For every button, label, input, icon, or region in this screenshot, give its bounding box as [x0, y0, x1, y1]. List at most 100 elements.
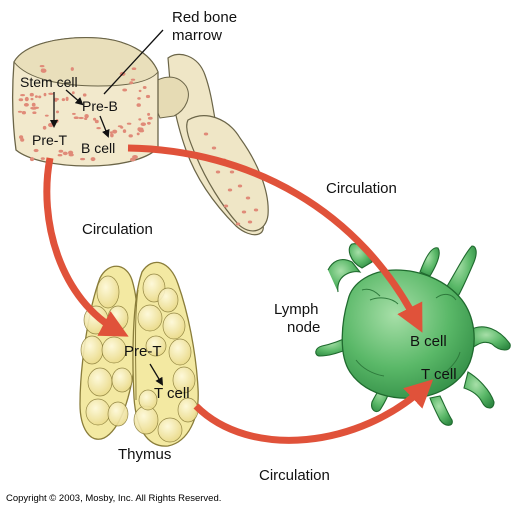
marrow-spot [138, 89, 142, 93]
marrow-spot [33, 148, 39, 153]
marrow-spot [80, 157, 86, 161]
thymus-label: Thymus [118, 446, 172, 463]
preb-to-bcell-arrow [99, 115, 110, 138]
marrow-spot [71, 91, 75, 95]
marrow-spot [117, 125, 123, 128]
marrow-spot [241, 210, 247, 214]
marrow-spot [229, 170, 235, 174]
marrow-spot [19, 135, 24, 140]
marrow-spot [48, 92, 54, 96]
marrow-spot [17, 110, 23, 113]
circulation-arrow-marrow-to-thymus [43, 157, 129, 337]
circulation-label-right: Circulation [326, 180, 397, 197]
thymus-lobule [133, 405, 159, 435]
marrow-spot [253, 208, 259, 212]
marrow-spot [20, 138, 25, 142]
stem-to-preb-arrow [65, 89, 84, 106]
vertebra-bone [12, 37, 269, 236]
pre-t-marrow-label: Pre-T [32, 132, 67, 148]
circulation-label-bottom: Circulation [259, 467, 330, 484]
marrow-spot [112, 129, 118, 134]
marrow-spot [130, 157, 136, 162]
t-cell-thymus-label: T cell [154, 385, 190, 402]
marrow-spot [96, 127, 101, 130]
pret-to-tcell-arrow [149, 363, 164, 386]
thymus-lobule [138, 389, 158, 411]
marrow-spot [55, 98, 59, 101]
marrow-spot [32, 111, 37, 114]
marrow-spot [30, 97, 34, 101]
thymus-lobule [157, 417, 183, 443]
marrow-spot [128, 134, 133, 138]
marrow-spot [43, 92, 47, 97]
marrow-spot [31, 102, 36, 107]
stem-cell-label: Stem cell [20, 74, 78, 90]
red-bone-marrow-label-line1: Red bone [172, 9, 238, 26]
thymus-lobule [101, 336, 127, 364]
t-cell-node-label: T cell [421, 366, 457, 383]
thymus-lobule [168, 338, 192, 366]
marrow-spot [58, 149, 64, 153]
marrow-spot [136, 132, 140, 136]
lymph-node [315, 243, 511, 426]
marrow-spot [61, 98, 66, 102]
marrow-spot [245, 196, 251, 200]
marrow-spot [138, 129, 145, 133]
pre-b-marrow-label: Pre-B [82, 98, 118, 114]
marrow-spot [147, 116, 153, 120]
marrow-spot [42, 125, 47, 130]
red-bone-marrow-pointer [103, 29, 164, 95]
thymus-lobule [172, 366, 196, 394]
thymus-lobule [111, 367, 133, 393]
thymus-lobule [157, 287, 179, 313]
b-cell-node-label: B cell [410, 333, 447, 350]
marrow-spot [72, 112, 76, 115]
marrow-spots [17, 65, 153, 162]
marrow-spot [82, 93, 87, 97]
marrow-spot [110, 133, 114, 138]
marrow-spot [62, 151, 68, 156]
marrow-spot [70, 67, 74, 71]
marrow-spot [29, 157, 35, 162]
marrow-spot [65, 96, 69, 101]
marrow-spot [73, 116, 79, 119]
thymus-lobule [107, 401, 129, 427]
thymus-lobule [162, 312, 186, 340]
thymus-lobule [145, 335, 167, 357]
pre-t-thymus-label: Pre-T [124, 343, 162, 360]
marrow-spot [140, 122, 146, 126]
marrow-spot [237, 184, 243, 188]
thymus-lobule [85, 398, 111, 426]
marrow-spot [20, 94, 25, 97]
marrow-spot [122, 129, 127, 134]
marrow-spot [138, 118, 142, 121]
marrow-spot [203, 132, 209, 136]
marrow-spot [223, 204, 229, 208]
marrow-spot [131, 67, 137, 70]
thymus-lobule [137, 304, 163, 332]
marrow-spot [247, 220, 253, 224]
circulation-label-left: Circulation [82, 221, 153, 238]
marrow-spot [23, 103, 29, 107]
marrow-spot [40, 157, 45, 160]
thymus-lobule [87, 367, 113, 397]
marrow-spot [129, 81, 134, 85]
marrow-spot [147, 121, 151, 125]
marrow-spot [68, 150, 74, 155]
marrow-spot [130, 78, 136, 81]
marrow-spot [78, 116, 84, 120]
marrow-spot [142, 86, 147, 89]
thymus-lobule [96, 275, 120, 309]
marrow-spot [136, 103, 141, 107]
lymph-node-label-line1: Lymph [274, 301, 319, 318]
marrow-spot [126, 122, 132, 125]
marrow-spot [48, 122, 54, 128]
red-bone-marrow-label-line2: marrow [172, 27, 223, 44]
marrow-spot [24, 96, 29, 102]
marrow-spot [235, 222, 241, 226]
thymus-lobule [80, 335, 104, 365]
marrow-spot [90, 157, 96, 162]
marrow-spot [21, 111, 26, 115]
marrow-spot [30, 107, 35, 110]
